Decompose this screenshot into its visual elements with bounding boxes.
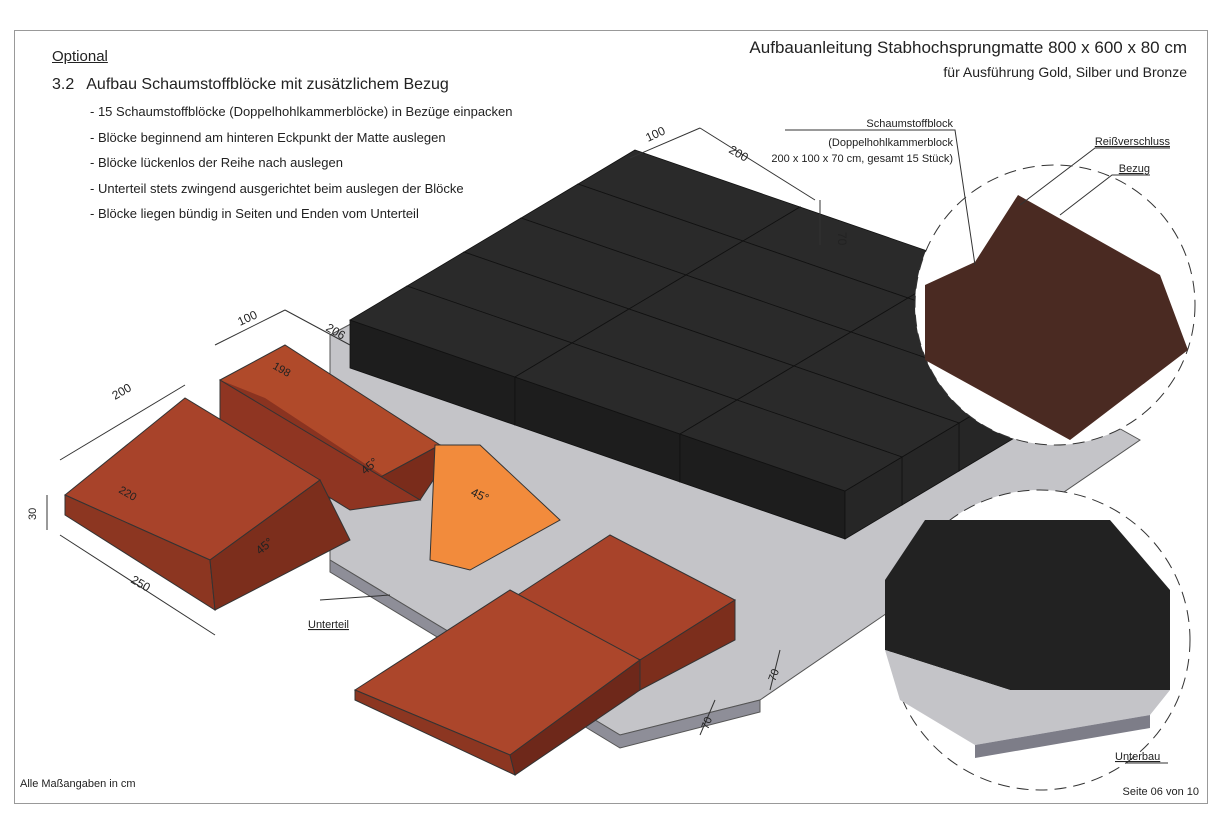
step-item: Blöcke liegen bündig in Seiten und Enden…: [90, 206, 513, 232]
rear-left-wedge: [219, 344, 441, 511]
front-right-wedges: [353, 534, 737, 776]
dim-top-width: 100: [643, 123, 667, 144]
dim-base-height-2: 70: [767, 667, 782, 683]
section-number: 3.2: [52, 76, 75, 93]
covered-block-detail: [925, 195, 1188, 440]
step-item: Blöcke lückenlos der Reihe nach auslegen: [90, 155, 513, 181]
label-zipper: Reißverschluss: [1095, 136, 1171, 148]
base-detail: [885, 650, 1170, 745]
units-note: Alle Maßangaben in cm: [20, 778, 136, 790]
section-heading: 3.2 Aufbau Schaumstoffblöcke mit zusätzli…: [52, 76, 449, 94]
section-title: Aufbau Schaumstoffblöcke mit zusätzliche…: [86, 76, 449, 93]
dim-top-height: 70: [835, 232, 849, 246]
step-item: Blöcke beginnend am hinteren Eckpunkt de…: [90, 130, 513, 156]
step-list: 15 Schaumstoffblöcke (Doppelhohlkammerbl…: [90, 104, 513, 232]
foam-block: [679, 399, 903, 540]
label-foam-block-type: (Doppelhohlkammerblock: [828, 137, 953, 149]
label-substructure: Unterbau: [1115, 751, 1160, 763]
dim-base-height-1: 70: [700, 715, 715, 731]
dim-front-bottom: 250: [129, 572, 154, 594]
dim-front-height: 30: [27, 508, 39, 520]
document-title: Aufbauanleitung Stabhochsprungmatte 800 …: [749, 38, 1187, 57]
document-subtitle: für Ausführung Gold, Silber und Bronze: [943, 64, 1187, 80]
dim-wedge-width: 100: [235, 307, 259, 328]
label-foam-block: Schaumstoffblock: [866, 118, 953, 130]
page-frame: [14, 30, 1208, 804]
base-plate-edge: [329, 559, 761, 749]
block-detail: [885, 520, 1170, 690]
front-left-wedge: [64, 397, 351, 611]
optional-label: Optional: [52, 48, 108, 65]
label-cover: Bezug: [1119, 163, 1150, 175]
dim-front-depth: 200: [110, 380, 135, 402]
dimension-lines: [46, 127, 821, 736]
base-edge-detail: [975, 715, 1150, 758]
step-item: 15 Schaumstoffblöcke (Doppelhohlkammerbl…: [90, 104, 513, 130]
label-foam-block-size: 200 x 100 x 70 cm, gesamt 15 Stück): [771, 153, 953, 165]
page-number: Seite 06 von 10: [1122, 786, 1199, 798]
dim-top-length: 200: [727, 142, 752, 164]
step-item: Unterteil stets zwingend ausgerichtet be…: [90, 181, 513, 207]
label-base-part: Unterteil: [308, 619, 349, 631]
highlight-wedge-face: [429, 444, 561, 571]
